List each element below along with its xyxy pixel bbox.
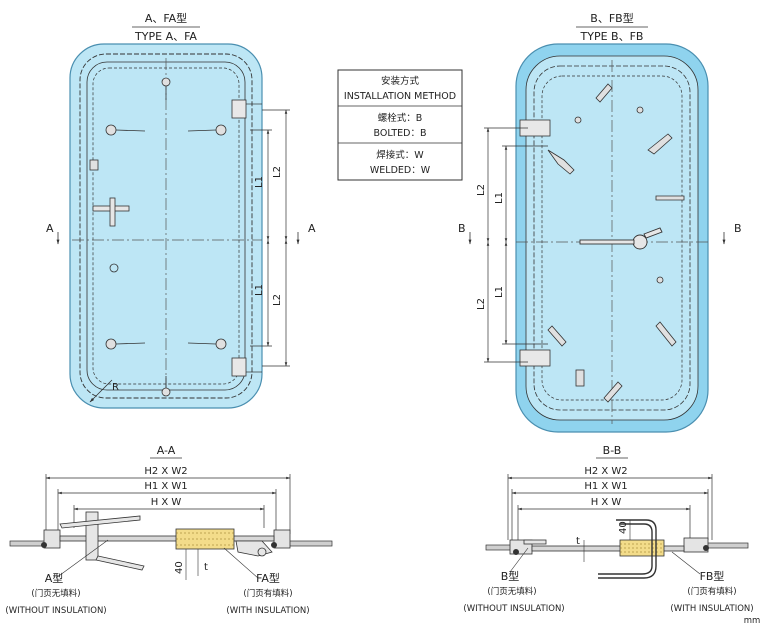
table-header-cn: 安装方式 xyxy=(381,75,420,87)
table-bolted-cn: 螺栓式：B xyxy=(378,112,423,124)
door-a-dim-l1-upper: L1 xyxy=(254,176,265,188)
section-a-left-cn: (门页无填料) xyxy=(31,588,80,599)
section-a-handle xyxy=(59,511,145,571)
table-welded-en: WELDED：W xyxy=(370,165,431,176)
door-b-dim-l1-upper: L1 xyxy=(494,192,505,204)
door-b-view: B、FB型 TYPE B、FB xyxy=(458,11,742,433)
section-b-handle xyxy=(598,519,657,579)
door-a-hinge-top xyxy=(231,99,247,119)
door-b-dogs xyxy=(547,83,685,403)
section-b-left-type: B型 xyxy=(501,569,520,583)
section-a-left-type: A型 xyxy=(45,571,64,585)
section-a-dim-40: 40 xyxy=(174,561,185,574)
section-a-right-type: FA型 xyxy=(256,571,280,585)
door-b-dim-l1-lower: L1 xyxy=(494,286,505,298)
unit-label: mm xyxy=(744,616,761,626)
door-a-hinge-bottom xyxy=(231,357,247,377)
door-a-title-cn: A、FA型 xyxy=(145,11,187,25)
door-a-dim-l1-lower: L1 xyxy=(254,284,265,296)
door-a-inner-frame xyxy=(79,53,253,399)
door-b-handle xyxy=(579,227,663,250)
door-a-title-en: TYPE A、FA xyxy=(134,30,197,43)
section-a-hinge xyxy=(235,540,273,557)
section-b-b: B-B H2 X W2 H1 X W1 H X W xyxy=(463,444,753,614)
section-b-right-cn: (门页有填料) xyxy=(687,586,736,597)
door-a-section-marker-right: A xyxy=(308,222,316,235)
door-a-view: A、FA型 TYPE A、FA xyxy=(46,11,316,409)
door-b-section-marker-right: B xyxy=(734,222,742,235)
section-a-right-cn: (门页有填料) xyxy=(243,588,292,599)
section-a-dim-t: t xyxy=(204,562,208,573)
section-a-left-en: (WITHOUT INSULATION) xyxy=(5,606,106,616)
door-b-section-marker-left: B xyxy=(458,222,466,235)
section-b-right-type: FB型 xyxy=(700,569,725,583)
section-b-dim-t: t xyxy=(576,536,580,547)
section-a-a: A-A H2 X W2 H1 X W1 H X W xyxy=(5,444,333,616)
section-b-dim-outer: H2 X W2 xyxy=(584,466,627,477)
door-a-radius-label: R xyxy=(112,382,119,393)
door-b-hinge-bottom xyxy=(519,349,551,367)
section-b-left-en: (WITHOUT INSULATION) xyxy=(463,604,564,614)
section-b-title: B-B xyxy=(603,444,622,457)
section-b-right-en: (WITH INSULATION) xyxy=(670,604,753,614)
table-header-en: INSTALLATION METHOD xyxy=(344,91,456,102)
table-bolted-en: BOLTED：B xyxy=(374,128,427,139)
section-a-dim-inner: H X W xyxy=(151,497,182,508)
table-welded-cn: 焊接式：W xyxy=(376,149,424,161)
section-b-left-cn: (门页无填料) xyxy=(487,586,536,597)
door-a-section-marker-left: A xyxy=(46,222,54,235)
door-b-title-en: TYPE B、FB xyxy=(580,30,644,43)
door-b-dim-l2-lower: L2 xyxy=(476,298,487,310)
door-a-dim-l2-upper: L2 xyxy=(272,166,283,178)
door-a-dogs xyxy=(89,77,227,397)
section-a-dim-outer: H2 X W2 xyxy=(144,466,187,477)
door-b-title-cn: B、FB型 xyxy=(590,11,633,25)
door-a-handle xyxy=(92,197,130,273)
installation-method-table: 安装方式 INSTALLATION METHOD 螺栓式：B BOLTED：B … xyxy=(337,69,463,181)
section-a-dim-mid: H1 X W1 xyxy=(144,481,187,492)
section-b-door-leaf xyxy=(531,545,685,552)
section-a-title: A-A xyxy=(157,444,176,457)
door-b-dim-l2-upper: L2 xyxy=(476,184,487,196)
section-b-dim-mid: H1 X W1 xyxy=(584,481,627,492)
door-a-dim-l2-lower: L2 xyxy=(272,294,283,306)
section-b-dim-inner: H X W xyxy=(591,497,622,508)
section-b-dim-40: 40 xyxy=(618,521,629,534)
section-a-right-en: (WITH INSULATION) xyxy=(226,606,309,616)
section-a-door-leaf xyxy=(59,535,275,542)
